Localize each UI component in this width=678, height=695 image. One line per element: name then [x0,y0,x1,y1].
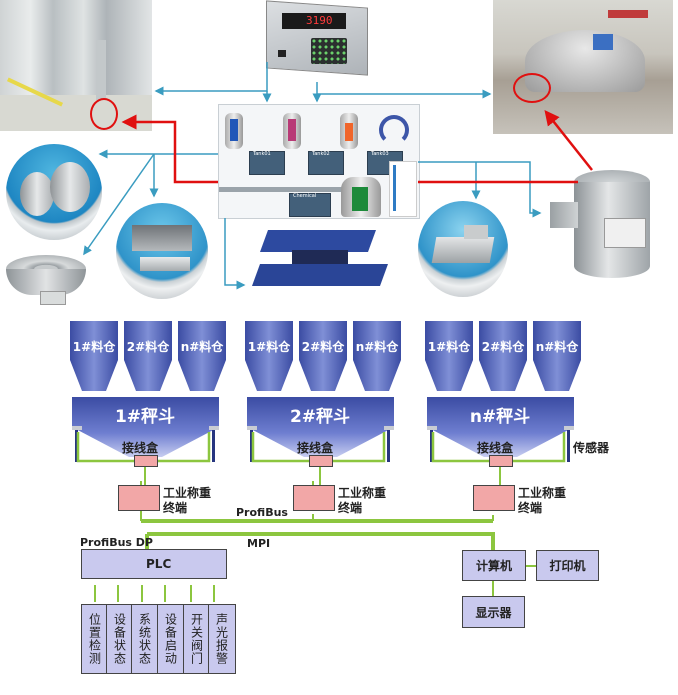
weigh-hopper [72,397,219,457]
load-sensor-post [250,430,253,462]
junction-box-label: 接线盒 [477,441,514,455]
computer-label: 计算机 [475,559,512,573]
scada-to-weigh-module-line [224,218,246,290]
plc-box[interactable]: PLC [81,549,227,579]
sensor-wiring [76,432,211,463]
sensor-wiring [431,432,566,463]
material-bin-label: n#料仓 [535,340,579,354]
beam-load-cell-module [116,203,208,299]
load-sensor [384,426,394,430]
scada-tank-label-2: Tank02 [312,151,330,157]
pancake-load-cell [6,255,86,307]
weighing-terminal[interactable] [293,485,335,511]
mpi-line [147,532,495,551]
sensor-label: 传感器 [573,441,610,455]
weighing-terminal-label: 工业称重 [518,486,567,500]
material-bin-label: 2#料仓 [481,340,525,354]
profibus-label: ProfiBus [236,506,288,519]
tank-installation-photo [0,0,152,131]
material-bin [70,321,118,391]
compact-module [418,201,508,297]
material-bin-label: 2#料仓 [301,340,345,354]
printer-label: 打印机 [549,559,586,573]
load-sensor-post [387,430,390,462]
load-sensor [209,426,219,430]
weighing-indicator: 3190 [266,0,368,78]
material-bin [178,321,226,391]
material-bin [124,321,172,391]
load-sensor-post [212,430,215,462]
load-sensor [72,426,82,430]
weighing-terminal-label: 工业称重 [163,486,212,500]
material-bin [245,321,293,391]
material-bin-label: 1#料仓 [247,340,291,354]
mpi-label: MPI [247,537,271,550]
scada-panel: Tank01 Tank02 Tank03 Chemical [218,104,420,219]
plc-label: PLC [146,557,172,571]
material-bin [299,321,347,391]
s-beam-load-cell [6,144,102,240]
sensor-wiring [251,432,386,463]
material-bin-label: 1#料仓 [427,340,471,354]
weighing-terminal[interactable] [473,485,515,511]
weighing-terminal-label: 终端 [163,501,188,515]
weigh-hopper-label: 1#秤斗 [114,407,176,427]
material-bin-label: n#料仓 [355,340,399,354]
material-bin [479,321,527,391]
plc-output-alarm[interactable]: 声光报警 [208,604,236,674]
load-sensor [427,426,437,430]
computer-box[interactable]: 计算机 [462,550,526,581]
indicator-display-value: 3190 [306,14,333,27]
junction-box[interactable] [309,455,333,467]
weigh-hopper [247,397,394,457]
plc-output-equipment-status[interactable]: 设备状态 [106,604,134,674]
material-bin-label: 2#料仓 [126,340,170,354]
material-bin-label: n#料仓 [180,340,224,354]
scada-mixer-label: Chemical [293,193,317,199]
weighing-terminal-label: 工业称重 [338,486,387,500]
load-sensor-post [430,430,433,462]
material-bin [533,321,581,391]
load-sensor-post [567,430,570,462]
material-bin [353,321,401,391]
material-bin [425,321,473,391]
load-sensor [247,426,257,430]
profibus-dp-label: ProfiBus DP [80,536,153,549]
red-highlight-line-left [121,114,218,184]
weighing-terminal-label: 终端 [518,501,543,515]
plc-output-valve-switch[interactable]: 开关阀门 [183,604,211,674]
junction-box-label: 接线盒 [122,441,159,455]
weigh-module [251,224,392,290]
load-sensor [564,426,574,430]
weigh-hopper-label: 2#秤斗 [289,407,351,427]
junction-box[interactable] [134,455,158,467]
junction-box[interactable] [489,455,513,467]
scada-tank-label-3: Tank03 [371,151,389,157]
plc-output-system-status[interactable]: 系统状态 [131,604,159,674]
scada-tank-label-1: Tank01 [253,151,271,157]
scada-to-compact-module-line [418,161,542,218]
reactor-installation-photo [493,0,673,134]
weighing-terminal-label: 终端 [338,501,363,515]
display-box[interactable]: 显示器 [462,596,525,628]
weighing-terminal[interactable] [118,485,160,511]
column-load-cell [544,166,654,294]
weigh-hopper [427,397,574,457]
material-bin-label: 1#料仓 [72,340,116,354]
plc-output-position-detect[interactable]: 位置检测 [81,604,109,674]
load-sensor-post [75,430,78,462]
display-label: 显示器 [475,605,512,620]
weigh-hopper-label: n#秤斗 [469,407,531,427]
plc-output-equipment-start[interactable]: 设备启动 [157,604,185,674]
junction-box-label: 接线盒 [297,441,334,455]
printer-box[interactable]: 打印机 [536,550,599,581]
